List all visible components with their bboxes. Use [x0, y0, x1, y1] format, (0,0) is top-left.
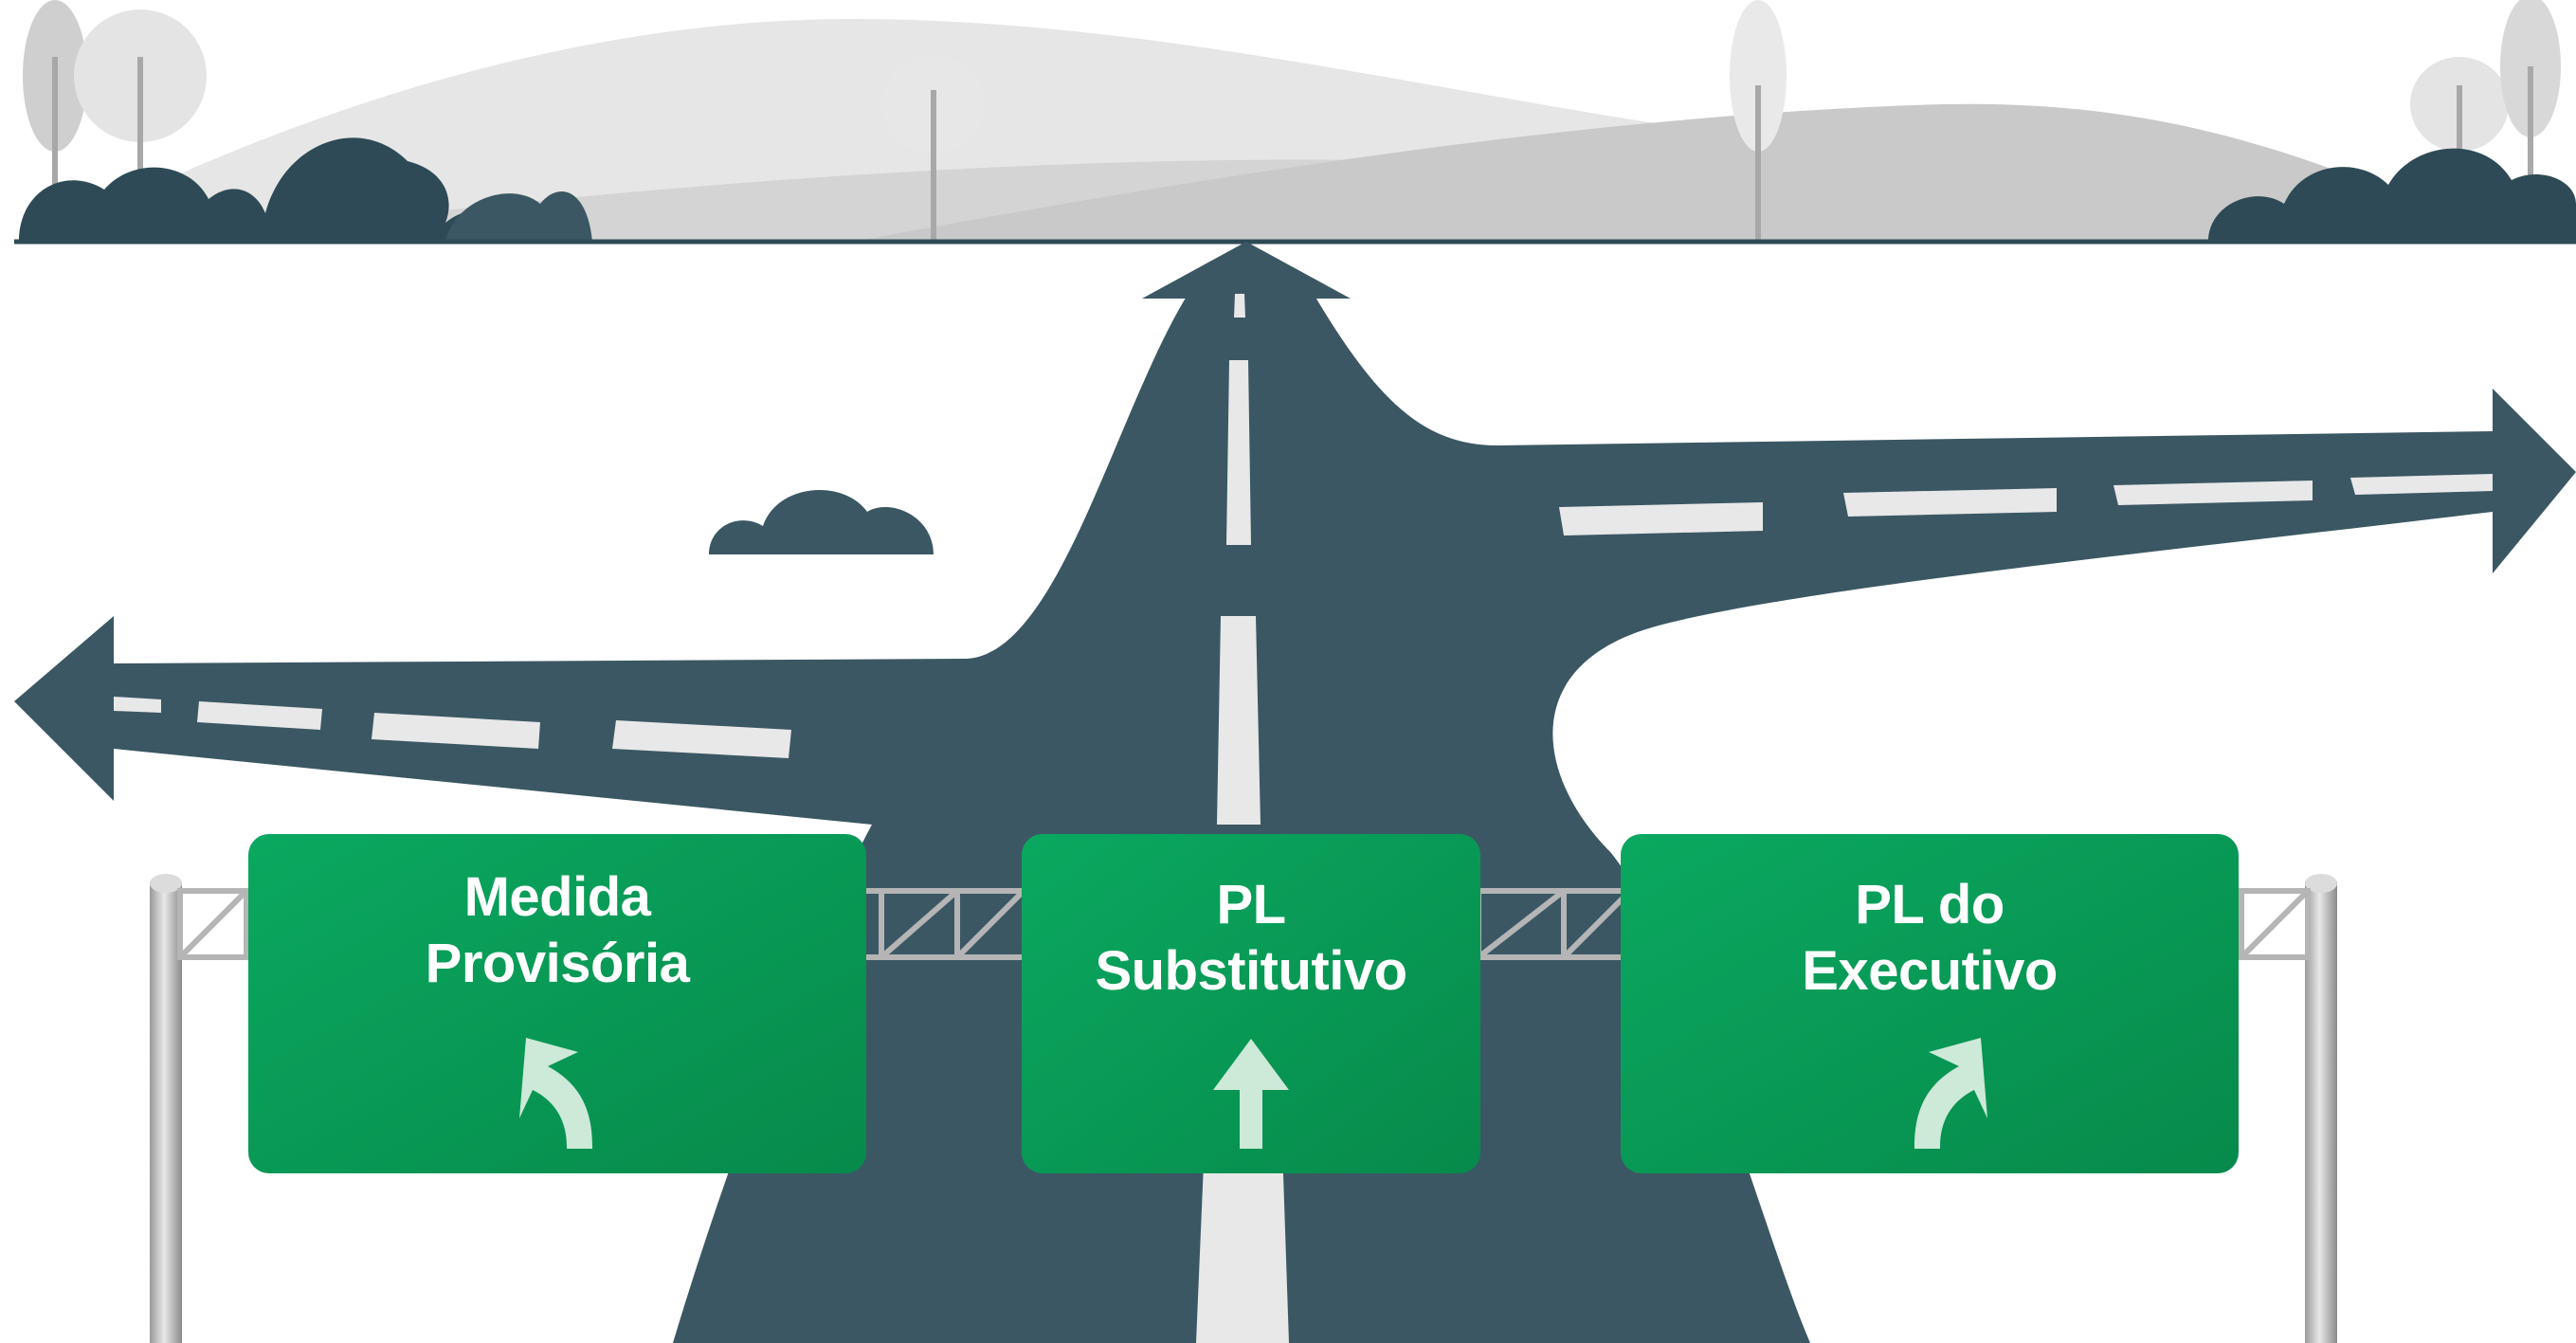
sign-center-line-2: Substitutivo	[1095, 940, 1407, 1002]
sign-left-label: Medida Provisória	[248, 864, 866, 997]
sign-center-label: PL Substitutivo	[1022, 872, 1480, 1005]
sign-left-line-1: Medida	[463, 866, 651, 928]
arrow-turn-left-icon	[519, 1038, 592, 1149]
small-bush	[709, 490, 934, 554]
arrow-straight-icon	[1213, 1039, 1289, 1149]
sign-right-label: PL do Executivo	[1621, 872, 2239, 1005]
bushes	[19, 137, 2576, 242]
sign-right	[1621, 834, 2239, 1173]
sign-left-line-2: Provisória	[425, 933, 690, 994]
lane-markings	[114, 294, 2493, 1343]
tree-mid-2	[1730, 0, 1787, 242]
sign-right-line-1: PL do	[1855, 874, 2005, 935]
background-trees	[23, 0, 2561, 242]
sign-center	[1022, 834, 1480, 1173]
road	[14, 242, 2576, 1343]
arrow-turn-right-icon	[1914, 1038, 1987, 1149]
sign-center-line-1: PL	[1216, 874, 1286, 935]
tree-mid-1	[881, 55, 986, 242]
sign-right-line-2: Executivo	[1802, 940, 2058, 1002]
background-hills	[38, 19, 2559, 242]
gantry-poles	[150, 874, 2337, 1343]
sign-left	[248, 834, 866, 1173]
